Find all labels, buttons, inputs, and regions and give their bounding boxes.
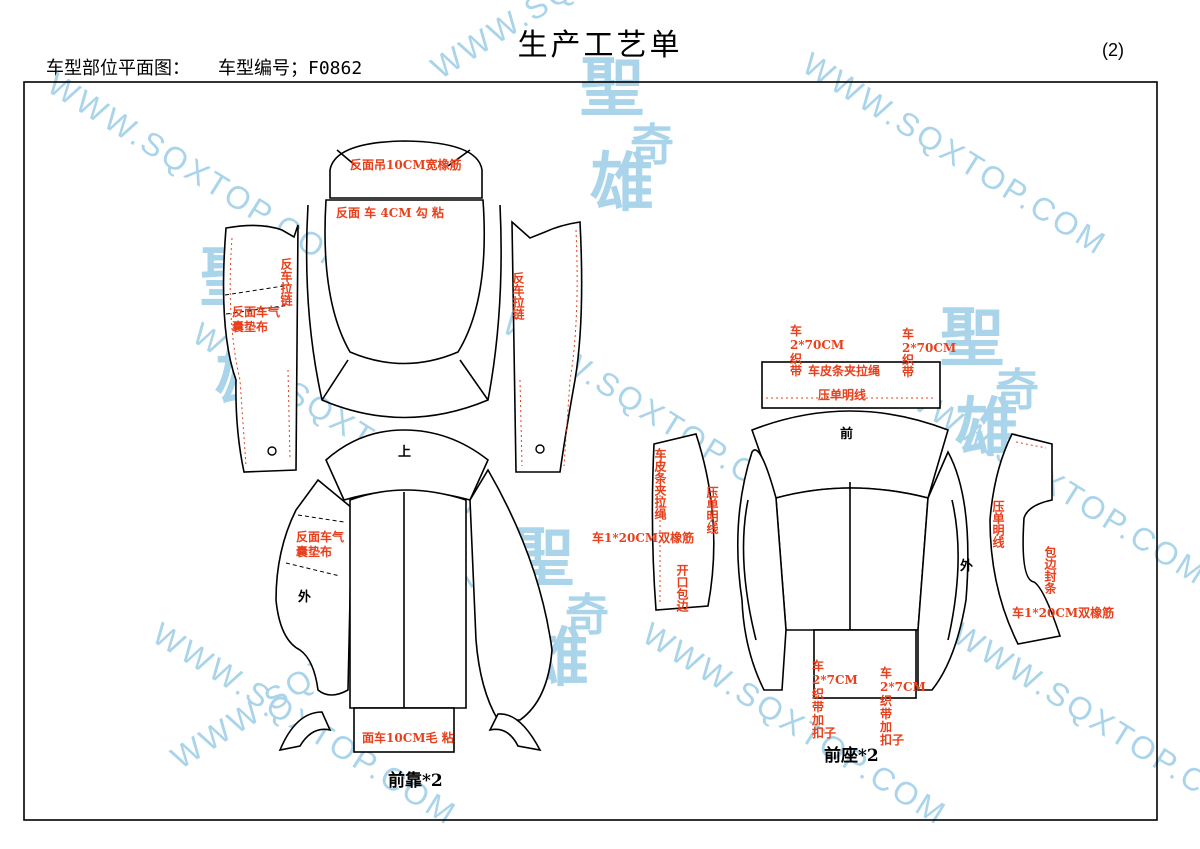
watermark-layer: WWW.SQXTOP.COM WWW.SQXTOP.COM WWW.SQXTOP… bbox=[41, 0, 1200, 832]
right-trim-label: 包边封条 bbox=[1043, 545, 1057, 595]
seat-right-wing bbox=[917, 450, 969, 691]
bottom-strap-left-label: 织 bbox=[812, 686, 824, 701]
bottom-flap bbox=[353, 707, 455, 753]
outer-mark: 外 bbox=[297, 589, 311, 605]
seat-right-side-piece bbox=[989, 433, 1062, 645]
airbag-lower-label: 反面车气 bbox=[296, 529, 344, 544]
section-label: 车型部位平面图： bbox=[46, 58, 190, 79]
headrest-body-piece bbox=[324, 199, 486, 365]
top-stitch-label: 压单明线 bbox=[818, 387, 866, 402]
page-title: 生产工艺单 bbox=[517, 28, 683, 63]
bottom-strap-left-label: 带 bbox=[812, 699, 824, 714]
lower-right-wing bbox=[469, 468, 553, 721]
top-velcro-label: 反面 车 4CM 勾 粘 bbox=[336, 205, 444, 220]
watermark-logo: 奇 bbox=[565, 590, 609, 641]
airbag-upper-label: 反面车气 bbox=[232, 304, 280, 319]
right-zipper-label: 反车拉链 bbox=[511, 271, 525, 321]
right-side-panel bbox=[511, 220, 583, 473]
top-strap-piece bbox=[761, 361, 941, 409]
watermark-logo: 奇 bbox=[630, 120, 674, 171]
left-piece-label: 车皮条夹拉绳 bbox=[653, 447, 667, 520]
watermark-logo: 聖 bbox=[940, 301, 1004, 376]
strap-middle-label: 车皮条夹拉绳 bbox=[808, 363, 880, 378]
bottom-strap-left-label: 加 bbox=[811, 712, 824, 727]
seat-left-side-piece bbox=[651, 433, 715, 611]
head-elastic-label: 反面吊10CM宽橡筋 bbox=[350, 157, 462, 172]
strap-right-label: 车 bbox=[902, 326, 914, 341]
open-edge-label: 开口包边 bbox=[675, 564, 689, 613]
bottom-strap-right-label: 2*7CM bbox=[880, 680, 926, 694]
watermark-logo: 奇 bbox=[995, 365, 1039, 416]
left-elastic-label: 车1*20CM双橡筋 bbox=[592, 530, 694, 545]
bottom-strap-piece bbox=[813, 629, 917, 699]
front-mark: 前 bbox=[840, 426, 853, 442]
bottom-strap-right-label: 扣子 bbox=[880, 732, 904, 747]
outer-mark: 外 bbox=[959, 558, 973, 574]
bottom-strap-right-label: 带 bbox=[880, 706, 892, 721]
left-side-panel bbox=[222, 224, 299, 473]
bottom-strap-right-label: 车 bbox=[880, 665, 892, 680]
strap-right-label: 2*70CM bbox=[902, 341, 956, 355]
strap-right-label: 织 bbox=[902, 352, 914, 367]
lower-left-wing bbox=[275, 478, 353, 696]
seat-center-panel bbox=[775, 487, 929, 631]
strap-left-label: 车 bbox=[790, 323, 802, 338]
page-number: (2) bbox=[1102, 40, 1124, 60]
seat-left-wing bbox=[736, 449, 787, 691]
watermark-url: WWW.SQXTOP.COM bbox=[796, 45, 1114, 262]
bottom-velcro-label: 面车10CM毛 粘 bbox=[362, 730, 454, 745]
bottom-strap-left-label: 扣子 bbox=[812, 725, 836, 740]
left-zipper-label: 反车拉链 bbox=[279, 257, 293, 307]
strap-right-label: 带 bbox=[902, 364, 914, 379]
front-back-caption: 前靠*2 bbox=[388, 770, 443, 791]
watermark-logo: 聖 bbox=[580, 51, 644, 126]
bottom-strap-right-label: 织 bbox=[880, 693, 892, 708]
airbag-upper-label: 囊垫布 bbox=[231, 319, 268, 334]
watermark-url: WWW.SQXTOP.COM bbox=[946, 615, 1200, 832]
drawing-frame bbox=[23, 81, 1158, 821]
strap-left-label: 2*70CM bbox=[790, 338, 844, 352]
upper-mark: 上 bbox=[398, 445, 411, 460]
bottom-strap-right-label: 加 bbox=[879, 719, 892, 734]
strap-left-label: 带 bbox=[790, 363, 802, 378]
bottom-strap-left-label: 2*7CM bbox=[812, 673, 858, 687]
headrest-top-piece bbox=[329, 140, 483, 199]
left-stitch-label: 压单明线 bbox=[705, 486, 719, 535]
model-label: 车型编号；F0862 bbox=[218, 58, 363, 79]
airbag-lower-label: 囊垫布 bbox=[295, 544, 332, 559]
strap-left-label: 织 bbox=[790, 351, 802, 366]
front-back-pattern: 反面吊10CM宽橡筋 反面 车 4CM 勾 粘 反车拉链 反车拉链 反面车气 囊… bbox=[222, 140, 583, 791]
watermark-logo: 雄 bbox=[590, 146, 654, 221]
front-seat-caption: 前座*2 bbox=[824, 745, 879, 766]
right-elastic-label: 车1*20CM双橡筋 bbox=[1012, 605, 1114, 620]
bottom-strap-left-label: 车 bbox=[812, 658, 824, 673]
header-info: 车型部位平面图： 车型编号；F0862 bbox=[46, 54, 362, 80]
right-stitch-label: 压单明线 bbox=[991, 500, 1005, 549]
backrest-center-panel bbox=[349, 489, 467, 709]
front-seat-pattern: 车 2*70CM 织 带 车皮条夹拉绳 车 2*70CM 织 带 压单明线 前 … bbox=[592, 323, 1114, 766]
